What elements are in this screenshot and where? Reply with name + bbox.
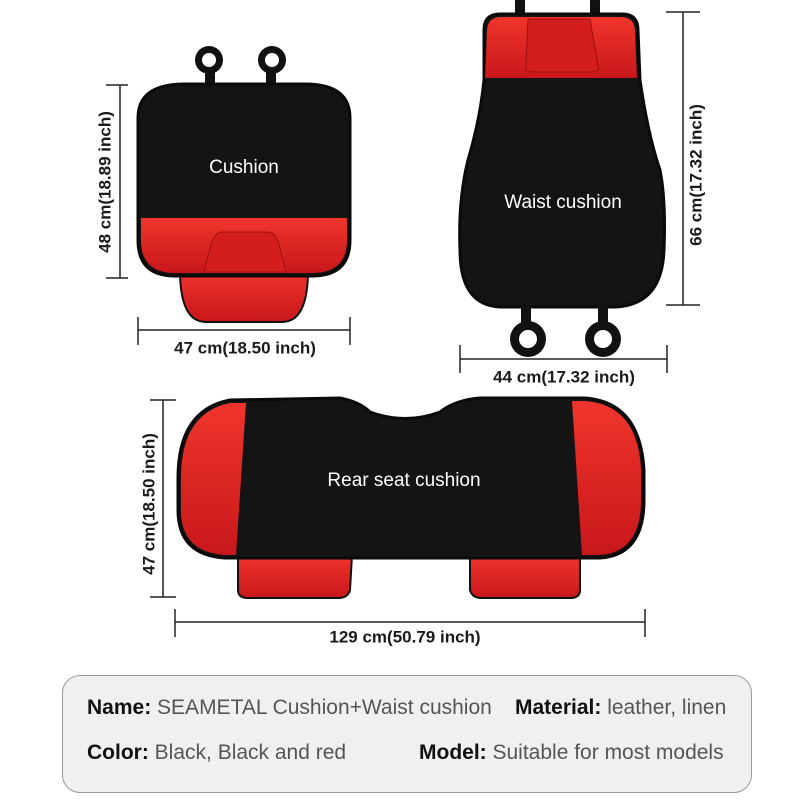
spec-model-value: Suitable for most models (492, 741, 724, 764)
spec-name-key: Name: (87, 696, 152, 719)
spec-model: Model: Suitable for most models (419, 741, 724, 765)
rear-seat-cushion-label: Rear seat cushion (327, 470, 480, 491)
spec-color-value: Black, Black and red (154, 741, 347, 764)
cushion-label: Cushion (209, 157, 279, 178)
spec-model-key: Model: (419, 741, 487, 764)
spec-name-value: SEAMETAL Cushion+Waist cushion (157, 696, 492, 719)
cushion-product: Cushion (136, 46, 352, 323)
spec-color-key: Color: (87, 741, 149, 764)
hook-icon (585, 306, 621, 357)
spec-name: Name: SEAMETAL Cushion+Waist cushion (87, 696, 492, 720)
waist-width-label: 44 cm(17.32 inch) (493, 367, 635, 386)
hook-icon (195, 46, 223, 84)
rear-seat-cushion-product: Rear seat cushion (176, 396, 646, 599)
dimension-lines (106, 11, 700, 637)
spec-material: Material: leather, linen (515, 696, 726, 720)
cushion-height-label: 48 cm(18.89 inch) (95, 111, 114, 253)
cushion-width-label: 47 cm(18.50 inch) (174, 338, 316, 357)
spec-material-value: leather, linen (607, 696, 727, 719)
waist-cushion-label: Waist cushion (504, 192, 622, 213)
waist-cushion-product: Waist cushion (458, 0, 666, 357)
rear-width-label: 129 cm(50.79 inch) (329, 627, 480, 646)
hook-icon (510, 306, 546, 357)
hook-icon (258, 46, 286, 84)
spec-material-key: Material: (515, 696, 602, 719)
rear-height-label: 47 cm(18.50 inch) (139, 433, 158, 575)
spec-color: Color: Black, Black and red (87, 741, 346, 765)
waist-height-label: 66 cm(17.32 inch) (686, 104, 705, 246)
spec-panel: Name: SEAMETAL Cushion+Waist cushion Mat… (62, 675, 752, 793)
